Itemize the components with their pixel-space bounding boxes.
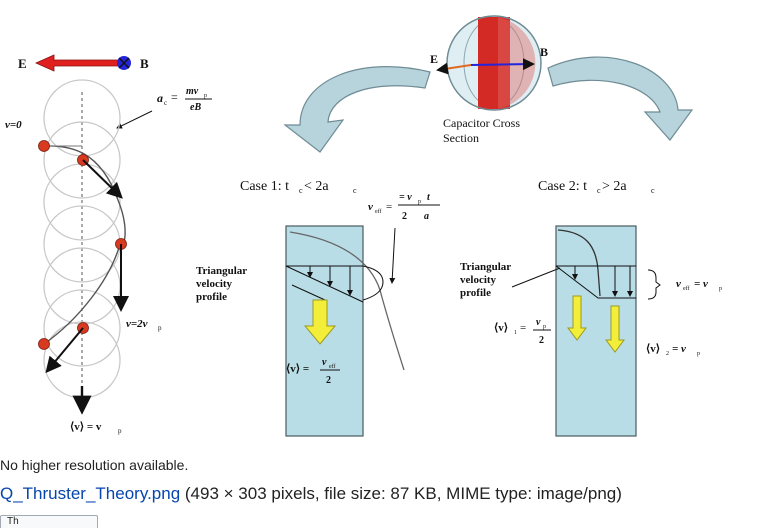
svg-text:=: = xyxy=(386,201,392,213)
case2-title: Case 2: t xyxy=(538,179,587,194)
case2-title-rest-sub: c xyxy=(651,186,655,195)
case2-avg1-lhs: ⟨v⟩ xyxy=(494,322,508,334)
particle xyxy=(38,338,50,350)
case2-avg2-rhs: = v xyxy=(672,343,686,355)
radius-denominator: eB xyxy=(190,102,201,113)
thruster-theory-figure: E B a c = mv p eB xyxy=(5,15,722,437)
file-info-line: Q_Thruster_Theory.png (493 × 303 pixels,… xyxy=(0,484,622,504)
file-tab[interactable]: Th xyxy=(0,515,98,528)
capacitor-e-arrow xyxy=(436,62,472,75)
avg-velocity-label: ⟨v⟩ = v xyxy=(70,421,102,433)
case2-title-sub: c xyxy=(597,186,601,195)
case2-drift-arrow-1 xyxy=(567,295,587,341)
case1-avg-lhs: ⟨v⟩ = xyxy=(286,363,309,375)
case1-vp-sub: p xyxy=(418,199,421,205)
case2-avg1-num-sub: p xyxy=(543,324,546,330)
left-swoosh-arrow xyxy=(283,66,431,153)
file-tab-label: Th xyxy=(7,516,19,527)
radius-symbol-sub: c xyxy=(164,99,167,107)
b-field-label: B xyxy=(140,56,149,71)
case1-a: a xyxy=(424,211,429,222)
case2-profile-line3: profile xyxy=(460,287,491,299)
radius-numerator: mv xyxy=(186,86,199,97)
case2-profile-line2: velocity xyxy=(460,274,497,286)
case1-profile-line1: Triangular xyxy=(196,265,247,277)
capacitor-cross-section: E B Capacitor Cross Section xyxy=(430,15,548,145)
file-name-link[interactable]: Q_Thruster_Theory.png xyxy=(0,484,181,503)
e-field-label: E xyxy=(18,56,27,71)
case1-veff: v xyxy=(368,201,373,213)
radius-symbol: a xyxy=(157,91,163,105)
case1-avg-num: v xyxy=(322,357,327,368)
svg-text:=: = xyxy=(520,322,526,334)
capacitor-b-label: B xyxy=(540,45,548,59)
radius-numerator-sub: p xyxy=(204,93,207,99)
case2-avg1-num: v xyxy=(536,317,541,328)
case1-drift-arrow xyxy=(303,299,337,345)
case2-avg2-rhs-sub: p xyxy=(697,351,700,357)
case1-avg-num-sub: eff xyxy=(329,363,336,370)
case1-profile-line2: velocity xyxy=(196,278,233,290)
capacitor-caption-line1: Capacitor Cross xyxy=(443,116,520,130)
resolution-note: No higher resolution available. xyxy=(0,457,189,473)
case1-veff-sub: eff xyxy=(375,208,382,215)
case1-avg-den: 2 xyxy=(326,375,331,386)
case1-frac-den: 2 xyxy=(402,211,407,222)
velocity-vector xyxy=(82,159,123,199)
case2-panel: Case 2: t c > 2a c Triangular velocity p… xyxy=(460,179,722,437)
case2-avg2-sub: 2 xyxy=(666,351,669,357)
particle xyxy=(38,140,50,152)
case2-vp: = v xyxy=(694,278,708,290)
v-2vp-sub: p xyxy=(158,324,162,332)
capacitor-e-label: E xyxy=(430,52,438,66)
left-panel: E B a c = mv p eB xyxy=(5,54,212,435)
v-2vp-label: v=2v xyxy=(126,318,148,330)
svg-text:=: = xyxy=(171,90,178,104)
file-meta: (493 × 303 pixels, file size: 87 KB, MIM… xyxy=(180,484,622,503)
case2-avg2-lhs: ⟨v⟩ xyxy=(646,343,660,355)
case2-plate-region xyxy=(555,225,637,437)
case2-drift-arrow-2 xyxy=(605,305,625,353)
case1-t: t xyxy=(427,192,431,203)
capacitor-caption-line2: Section xyxy=(443,131,479,145)
capacitor-plate xyxy=(478,17,510,109)
case1-panel: Case 1: t c < 2a c v eff = = v p 2 t a T… xyxy=(196,179,440,437)
case2-title-rest: > 2a xyxy=(602,179,627,194)
case2-vp-sub: p xyxy=(719,286,722,292)
case1-title-rest-sub: c xyxy=(353,186,357,195)
case1-title: Case 1: t xyxy=(240,179,289,194)
case1-title-sub: c xyxy=(299,186,303,195)
case2-veff-sub: eff xyxy=(683,285,690,292)
velocity-vector xyxy=(45,327,84,374)
case1-profile-line3: profile xyxy=(196,291,227,303)
avg-velocity-sub: p xyxy=(118,427,122,435)
case1-vp: = v xyxy=(399,192,412,203)
case2-avg1-den: 2 xyxy=(539,335,544,346)
particle-trajectory xyxy=(43,145,126,345)
case1-title-rest: < 2a xyxy=(304,179,329,194)
case2-avg1-sub: 1 xyxy=(514,330,517,336)
capacitor-b-arrow xyxy=(470,58,535,71)
case2-veff: v xyxy=(676,278,681,290)
right-swoosh-arrow xyxy=(547,56,694,141)
e-field-arrow xyxy=(35,54,121,72)
v-zero-label: v=0 xyxy=(5,119,22,131)
b-field-cross-icon xyxy=(118,57,130,69)
case2-profile-line1: Triangular xyxy=(460,261,511,273)
